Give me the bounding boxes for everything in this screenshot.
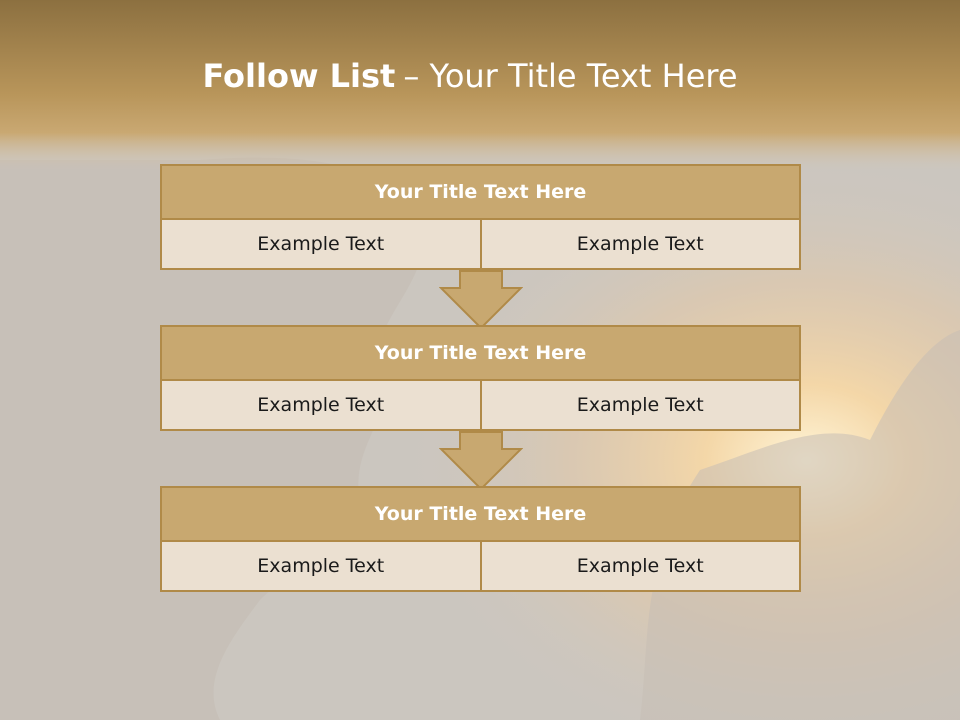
block-cell-right: Example Text [479, 542, 800, 590]
block-row: Example Text Example Text [160, 220, 801, 270]
block-row: Example Text Example Text [160, 542, 801, 592]
block-row: Example Text Example Text [160, 381, 801, 431]
list-block-1: Your Title Text Here Example Text Exampl… [160, 164, 801, 270]
down-arrow-icon [439, 270, 523, 330]
down-arrow-icon [439, 431, 523, 491]
block-cell-right: Example Text [479, 381, 800, 429]
block-title: Your Title Text Here [160, 486, 801, 542]
slide-title: Follow List– Your Title Text Here [0, 52, 940, 100]
block-title: Your Title Text Here [160, 164, 801, 220]
list-block-2: Your Title Text Here Example Text Exampl… [160, 325, 801, 431]
slide-title-bold: Follow List [202, 57, 396, 95]
block-cell-left: Example Text [257, 555, 385, 577]
block-cell-right: Example Text [479, 220, 800, 268]
block-cell-left: Example Text [257, 233, 385, 255]
list-block-3: Your Title Text Here Example Text Exampl… [160, 486, 801, 592]
slide-title-rest: – Your Title Text Here [403, 57, 738, 95]
block-cell-left: Example Text [257, 394, 385, 416]
block-title: Your Title Text Here [160, 325, 801, 381]
